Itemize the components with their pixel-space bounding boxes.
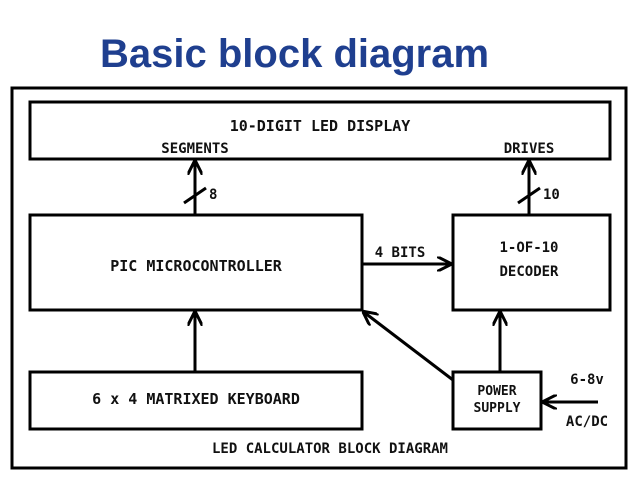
drives-label: DRIVES	[504, 141, 555, 157]
bus-bits-label: 4 BITS	[375, 245, 426, 261]
segments-label: SEGMENTS	[161, 141, 228, 157]
input-type-label: AC/DC	[566, 414, 608, 430]
decoder-label-line1: 1-OF-10	[499, 240, 558, 256]
segments-bus-slash	[183, 186, 207, 205]
diagram-caption: LED CALCULATOR BLOCK DIAGRAM	[212, 441, 448, 457]
decoder-label-line2: DECODER	[499, 264, 559, 280]
drives-bus-slash	[517, 186, 541, 205]
microcontroller-label: PIC MICROCONTROLLER	[110, 257, 283, 275]
slide-title: Basic block diagram	[100, 32, 490, 76]
power-label-line2: SUPPLY	[474, 401, 521, 416]
power-supply-block	[451, 370, 543, 431]
led-display-block	[28, 100, 612, 161]
power-label-line1: POWER	[477, 384, 516, 399]
outer-frame	[10, 86, 628, 470]
keyboard-block	[28, 370, 364, 431]
drives-bits-label: 10	[543, 187, 560, 203]
segments-bits-label: 8	[209, 187, 217, 203]
power-to-mcu-arrow	[365, 313, 454, 382]
keyboard-label: 6 x 4 MATRIXED KEYBOARD	[92, 390, 300, 408]
display-label: 10-DIGIT LED DISPLAY	[230, 117, 411, 135]
decoder-block	[451, 213, 612, 312]
input-voltage-label: 6-8v	[570, 372, 604, 388]
